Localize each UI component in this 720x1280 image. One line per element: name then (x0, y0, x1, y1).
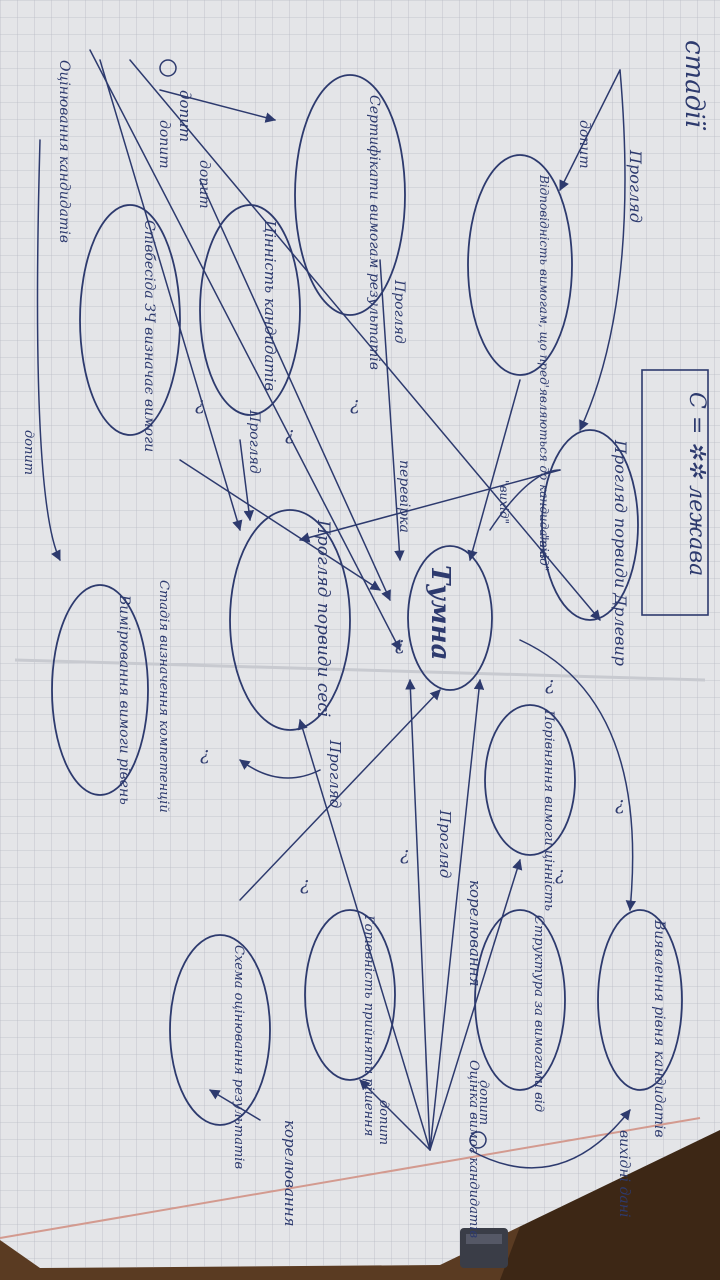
node-left-center: Прогляд порвиди сесі (229, 509, 351, 731)
edge-label-k: Прогляд (436, 809, 454, 878)
svg-text:¿: ¿ (545, 674, 555, 695)
edge-label-g: Прогляд (246, 409, 262, 474)
svg-text:¿: ¿ (555, 864, 565, 885)
svg-text:Тумна: Тумна (425, 565, 455, 660)
svg-text:¿: ¿ (195, 394, 205, 415)
svg-text:Схема оцінювання результатів: Схема оцінювання результатів (231, 945, 246, 1169)
svg-text:Прогляд порвиди Дрлевир: Прогляд порвиди Дрлевир (611, 439, 630, 666)
svg-text:¿: ¿ (395, 634, 405, 655)
edge-label-r: вихідні дані (616, 1130, 632, 1217)
svg-text:Вимірювання вимоги рівень: Вимірювання вимоги рівень (116, 594, 132, 805)
svg-text:Відповідність вимогам, що пред: Відповідність вимогам, що пред'являються… (537, 174, 551, 559)
svg-text:Прогляд порвиди сесі: Прогляд порвиди сесі (313, 519, 333, 717)
edge-label-o: допит (376, 1100, 391, 1145)
heading-left: стадії (679, 40, 709, 131)
node-right-a: Виявлення рівня кандидатів (597, 909, 683, 1138)
edge-label-q: "вихід" (497, 480, 511, 524)
svg-text:¿: ¿ (200, 744, 210, 765)
node-grid-a: Відповідність вимогам, що пред'являються… (467, 154, 573, 559)
node-lower-a: Вимірювання вимоги рівень (51, 584, 149, 805)
svg-text:Порівняння вимоги цінність: Порівняння вимоги цінність (541, 709, 556, 911)
svg-text:¿: ¿ (285, 424, 295, 445)
scribble-marks: ¿ ¿ ¿ ¿ ¿ ¿ ¿ ¿ ¿ ¿ (195, 394, 625, 895)
edges (36, 49, 637, 1169)
mind-map: стадії С = ✲✲ лежава Тумна Прогляд порви… (21, 40, 709, 1238)
node-far-right: Схема оцінювання результатів (169, 934, 271, 1169)
margin-line (0, 1117, 701, 1239)
svg-text:Співбесіда ЗЧ визначає вимоги: Співбесіда ЗЧ визначає вимоги (141, 220, 157, 452)
svg-text:¿: ¿ (400, 844, 410, 865)
node-lower-b: Порівняння вимоги цінність (484, 704, 576, 911)
node-lower-c: Стадія визначення компетенцій (156, 580, 171, 813)
legend-box: С = ✲✲ лежава (641, 369, 709, 616)
svg-text:¿: ¿ (300, 874, 310, 895)
edge-label-b: Прогляд (626, 149, 645, 223)
svg-text:¿: ¿ (615, 794, 625, 815)
node-grid-d: Співбесіда ЗЧ визначає вимоги (79, 204, 181, 452)
svg-text:Цінність кандидатів: Цінність кандидатів (261, 220, 279, 391)
edge-label-l: корелювання (466, 880, 484, 987)
edge-label-p: "вхід" (537, 535, 551, 571)
edge-label-n: корелювання (281, 1120, 299, 1227)
edge-label-a: допит (176, 90, 194, 142)
node-bottom-left-label: Оцінювання кандидатів (56, 60, 72, 243)
edge-label-j: допит (21, 430, 36, 475)
node-right-b: Структура за вимогами від (474, 909, 566, 1112)
node-grid-b: Сертифікати вимогам результатів (294, 74, 406, 370)
node-bottom-right-label: Оцінка вимог кандидатів (466, 1060, 481, 1238)
svg-text:¿: ¿ (350, 394, 360, 415)
svg-text:Виявлення рівня кандидатів: Виявлення рівня кандидатів (651, 919, 667, 1138)
edge-label-h: Прогляд (326, 739, 344, 808)
edge-label-m: допит (476, 1080, 491, 1125)
edge-label-f: допит (196, 160, 212, 209)
edge-label-e: допит (156, 120, 172, 169)
edge-label-c: допит (576, 120, 592, 169)
edge-label-i: перевірка (396, 460, 412, 533)
heading-right: С = ✲✲ лежава (684, 392, 709, 576)
paper-fold (14, 658, 706, 682)
svg-text:Структура за вимогами від: Структура за вимогами від (531, 915, 546, 1112)
marker-cap (460, 1228, 508, 1268)
svg-text:Сертифікати вимогам результаті: Сертифікати вимогам результатів (366, 95, 382, 370)
node-center: Тумна (407, 545, 493, 691)
edge-label-d: Прогляд (391, 279, 407, 344)
node-grid-c: Цінність кандидатів (199, 204, 301, 416)
